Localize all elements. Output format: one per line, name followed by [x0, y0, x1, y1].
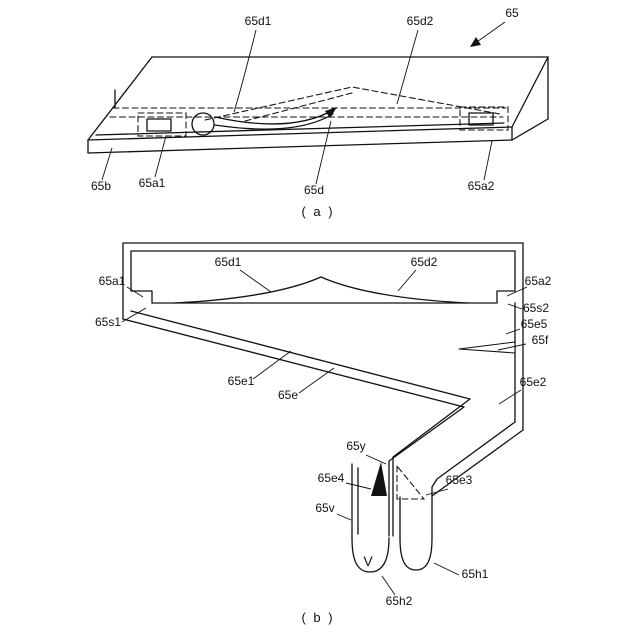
- left-tube-bottom: [351, 537, 390, 573]
- label-b-65f: 65f: [532, 333, 549, 347]
- fig-b-leaders: [121, 269, 528, 596]
- fig-a-hidden-lines: [109, 86, 509, 137]
- figure-b: 65a1 65d1 65d2 65a2 65s1 65s2 65e5 65f 6…: [95, 242, 552, 625]
- floor-plate-top: [130, 310, 471, 537]
- tray-front-top-edge: [87, 126, 513, 141]
- label-a-65b: 65b: [91, 179, 111, 193]
- right-seat-plate: [468, 112, 494, 126]
- leader-b-65d2: [397, 269, 417, 292]
- wedge-65e3-hidden: [396, 464, 426, 500]
- label-b-65v: 65v: [315, 501, 334, 515]
- label-b-65e4: 65e4: [318, 471, 345, 485]
- leader-a-65b: [101, 147, 113, 181]
- label-b-65y: 65y: [346, 439, 365, 453]
- label-b-65d1: 65d1: [215, 255, 242, 269]
- leader-b-65e1: [252, 350, 292, 380]
- ref-65-arrowhead-icon: [470, 37, 481, 47]
- label-b-volume-v: V: [363, 553, 373, 569]
- label-a-65a2: 65a2: [468, 179, 495, 193]
- label-b-65a2: 65a2: [525, 274, 552, 288]
- tray-right-bottom-edge: [511, 118, 549, 141]
- label-a-65d: 65d: [304, 183, 324, 197]
- label-a-65d1: 65d1: [245, 14, 272, 28]
- leader-b-65e2: [498, 389, 522, 405]
- label-b-65h2: 65h2: [386, 594, 413, 608]
- tray-front-bottom-edge: [87, 139, 513, 154]
- right-tube-bottom: [399, 537, 433, 571]
- label-b-65s2: 65s2: [523, 301, 549, 315]
- leader-a-65d2: [396, 29, 419, 105]
- fig-b-tubes: [351, 462, 433, 573]
- fig-b-labels: 65a1 65d1 65d2 65a2 65s1 65s2 65e5 65f 6…: [95, 255, 552, 625]
- label-b-65e1: 65e1: [228, 374, 255, 388]
- leader-a-65: [473, 21, 506, 45]
- leader-b-65a2: [506, 286, 528, 297]
- leader-b-65d1: [239, 269, 272, 293]
- leader-b-65s2: [507, 303, 523, 310]
- label-a-65: 65: [505, 6, 519, 20]
- fig-a-details: [146, 107, 494, 136]
- hidden-left-recess: [137, 112, 187, 137]
- leader-b-65h1: [433, 562, 460, 576]
- fin-65f: [458, 341, 516, 354]
- leader-b-65y: [365, 454, 387, 465]
- tray-right-slant-edge: [511, 56, 549, 128]
- fig-b-outline: [122, 242, 524, 539]
- label-b-65d2: 65d2: [411, 255, 438, 269]
- hump-deflector: [174, 276, 468, 304]
- motion-swoosh-lower: [214, 113, 334, 130]
- label-a-65d2: 65d2: [407, 14, 434, 28]
- label-a-65a1: 65a1: [139, 176, 166, 190]
- tray-left-slant-edge: [87, 56, 153, 141]
- leader-b-65v: [336, 513, 352, 521]
- fig-a-labels: 65d1 65d2 65 65b 65a1 65d 65a2 ( a ): [91, 6, 519, 219]
- leader-b-65e5: [505, 328, 521, 335]
- leader-a-65a2: [483, 140, 493, 181]
- figure-a: 65d1 65d2 65 65b 65a1 65d 65a2 ( a ): [87, 6, 549, 219]
- leader-b-65e4: [345, 482, 372, 490]
- motion-arrowhead-icon: [325, 107, 337, 118]
- leader-b-65a1: [126, 286, 144, 298]
- label-b-65e3: 65e3: [446, 473, 473, 487]
- leader-b-65h2: [381, 575, 396, 596]
- hidden-right-recess: [459, 106, 509, 131]
- label-b-65s1: 65s1: [95, 315, 121, 329]
- left-seat-step: [130, 290, 153, 304]
- label-b-65e5: 65e5: [521, 317, 548, 331]
- label-b-65h1: 65h1: [462, 567, 489, 581]
- leader-b-65f: [497, 343, 527, 351]
- leader-a-65d: [315, 120, 332, 185]
- fig-a-leaders: [101, 21, 506, 185]
- right-chute-outer: [431, 429, 524, 497]
- leader-b-65e3: [425, 488, 449, 496]
- label-b-65e: 65e: [278, 388, 298, 402]
- caption-a: ( a ): [301, 204, 334, 219]
- wedge-65e4: [371, 462, 387, 496]
- leader-b-65s1: [121, 307, 147, 323]
- label-b-65e2: 65e2: [520, 375, 547, 389]
- right-seat-step: [496, 290, 516, 304]
- leader-b-65e: [298, 367, 335, 394]
- ball: [191, 112, 215, 136]
- motion-swoosh-upper: [214, 109, 334, 125]
- tray-front-rim-inner: [95, 122, 505, 136]
- hidden-peak-ridge: [204, 86, 501, 121]
- leader-a-65a1: [154, 135, 167, 178]
- leader-a-65d1: [233, 29, 257, 113]
- floor-plate-bottom: [122, 318, 465, 537]
- right-chute-inner: [431, 421, 516, 539]
- label-b-65a1: 65a1: [99, 274, 126, 288]
- caption-b: ( b ): [301, 610, 334, 625]
- fig-a-tray-outline: [87, 56, 549, 154]
- left-seat-plate: [146, 118, 172, 132]
